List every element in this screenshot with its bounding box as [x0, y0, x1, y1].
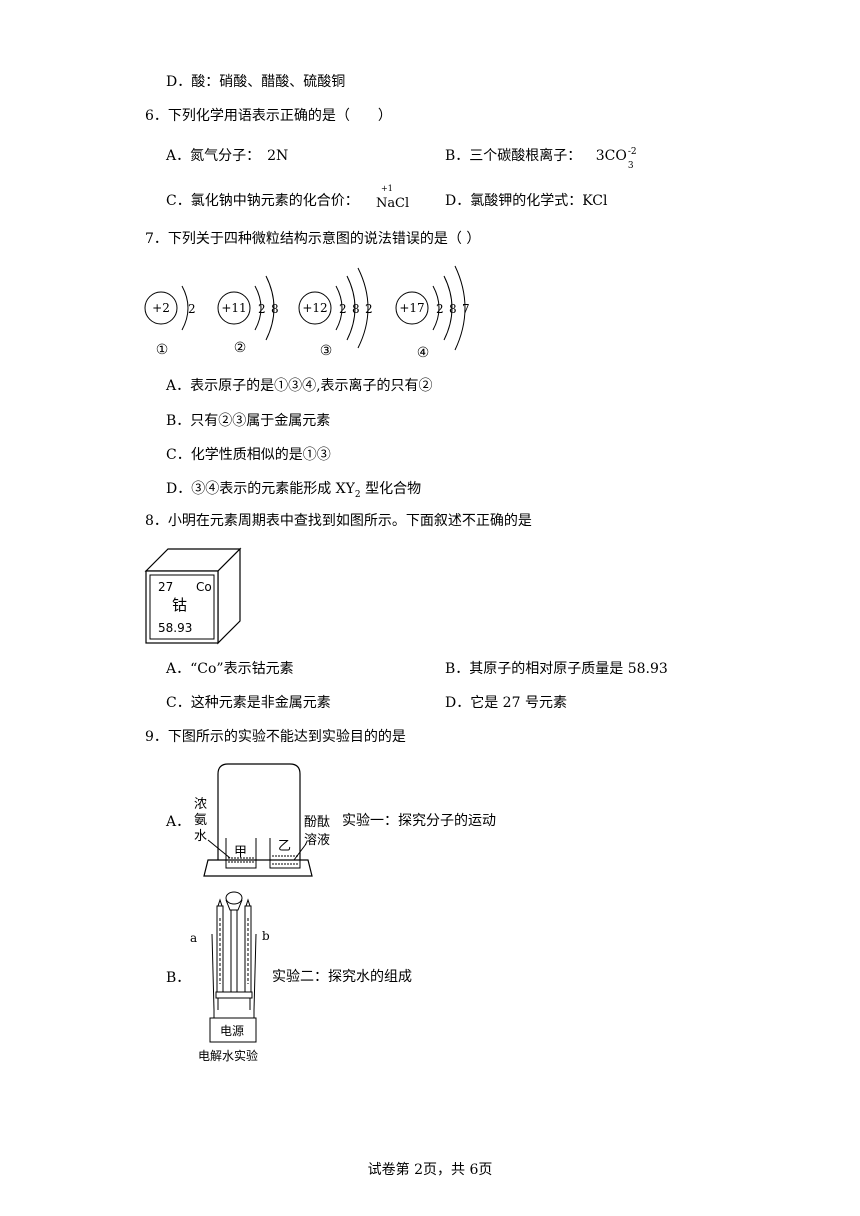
shell-3-3: 2	[365, 302, 373, 316]
q7-option-c: C．化学性质相似的是①③	[166, 447, 331, 463]
nucleus-2: +11	[221, 301, 246, 315]
label-shui: 水	[194, 829, 207, 844]
label-phenolphthalein: 酚酞	[304, 815, 330, 830]
q8-option-a: A．“Co”表示钴元素	[166, 661, 294, 677]
shell-4-1: 2	[436, 302, 444, 316]
label-nong: 浓	[194, 797, 207, 812]
nucleus-4: +17	[399, 301, 424, 315]
shell-3-1: 2	[339, 302, 347, 316]
q5-option-d: D．酸：硝酸、醋酸、硫酸铜	[166, 74, 346, 90]
experiment-one-caption: 实验一：探究分子的运动	[342, 813, 496, 829]
q6-stem: 6．下列化学用语表示正确的是（ ）	[145, 108, 392, 124]
q7-stem: 7．下列关于四种微粒结构示意图的说法错误的是（ ）	[145, 231, 481, 247]
q8-stem: 8．小明在元素周期表中查找到如图所示。下面叙述不正确的是	[145, 513, 532, 529]
q9-option-a-label: A．	[166, 814, 191, 830]
page-footer: 试卷第 2页，共 6页	[367, 1162, 493, 1178]
q6-option-c: C．氯化钠中钠元素的化合价：	[166, 191, 359, 211]
q6-option-a: A．氮气分子： 2N	[166, 148, 289, 164]
shell-2-2: 8	[271, 302, 279, 316]
q7-option-d-pre: D．③④表示的元素能形成 XY	[166, 481, 355, 497]
q6-option-d: D．氯酸钾的化学式：KCl	[445, 193, 608, 209]
shell-4-3: 7	[462, 302, 470, 316]
power-label: 电源	[220, 1024, 244, 1038]
shell-1-1: 2	[188, 302, 196, 316]
diagram-label-4: ④	[417, 345, 430, 361]
tube-a-label: a	[190, 931, 197, 945]
q7-option-b: B．只有②③属于金属元素	[166, 413, 331, 429]
beaker-yi: 乙	[278, 839, 291, 854]
shell-4-2: 8	[449, 302, 457, 316]
nucleus-1: +2	[152, 301, 170, 315]
atom-diagram-1: +2 2 ①	[144, 285, 196, 358]
q7-option-d-post: 型化合物	[360, 481, 422, 497]
experiment-one-figure: 浓 氨 水 甲 乙 酚酞 溶液	[194, 763, 330, 877]
diagram-label-2: ②	[234, 340, 247, 356]
label-an: 氨	[194, 813, 207, 828]
q9-stem: 9．下图所示的实验不能达到实验目的的是	[145, 729, 406, 745]
carbonate-sub: 3	[627, 161, 634, 171]
shell-3-2: 8	[352, 302, 360, 316]
nucleus-3: +12	[302, 301, 327, 315]
electrolysis-label: 电解水实验	[198, 1048, 258, 1063]
q8-option-c: C．这种元素是非金属元素	[166, 695, 331, 711]
shell-2-1: 2	[258, 302, 266, 316]
element-tile-cobalt: 27 Co 钴 58.93	[144, 547, 242, 645]
tile-mass: 58.93	[158, 621, 192, 635]
q7-option-d-sub: 2	[354, 489, 361, 500]
q6-option-b-label: B．三个碳酸根离子：	[445, 148, 582, 164]
atom-diagram-2: +11 2 8 ②	[217, 275, 279, 356]
carbonate-sup: -2	[627, 147, 637, 157]
q9-option-b-label: B．	[166, 970, 191, 986]
tile-symbol: Co	[196, 580, 212, 594]
carbonate-coef: 3CO	[595, 148, 627, 164]
tile-name: 钴	[172, 596, 187, 614]
experiment-two-caption: 实验二：探究水的组成	[272, 969, 412, 985]
q7-option-a: A．表示原子的是①③④,表示离子的只有②	[166, 378, 433, 394]
atom-diagram-3: +12 2 8 2 ③	[298, 267, 373, 359]
beaker-jia: 甲	[234, 845, 247, 860]
diagram-label-1: ①	[156, 342, 169, 358]
atom-diagram-4: +17 2 8 7 ④	[395, 265, 470, 361]
q6-option-c-label: C．氯化钠中钠元素的化合价：	[166, 193, 359, 209]
tile-number: 27	[158, 580, 173, 594]
tube-b-label: b	[262, 929, 270, 943]
q7-option-d: D．③④表示的元素能形成 XY2 型化合物	[166, 479, 421, 505]
formula-na: Na	[376, 196, 396, 211]
formula-cl: Cl	[395, 196, 410, 211]
label-solution: 溶液	[304, 833, 330, 848]
atomic-structure-diagrams: +2 2 ① +11 2 8 ② +12 2 8 2 ③	[144, 265, 470, 361]
diagram-label-3: ③	[320, 343, 333, 359]
q8-option-d: D．它是 27 号元素	[445, 695, 567, 711]
q8-option-b: B．其原子的相对原子质量是 58.93	[445, 661, 668, 677]
experiment-two-figure: a b 电源 电解水实验	[190, 891, 270, 1063]
valence-mark: +1	[381, 184, 393, 193]
q6-option-c-formula: +1 Na Cl	[376, 184, 416, 216]
